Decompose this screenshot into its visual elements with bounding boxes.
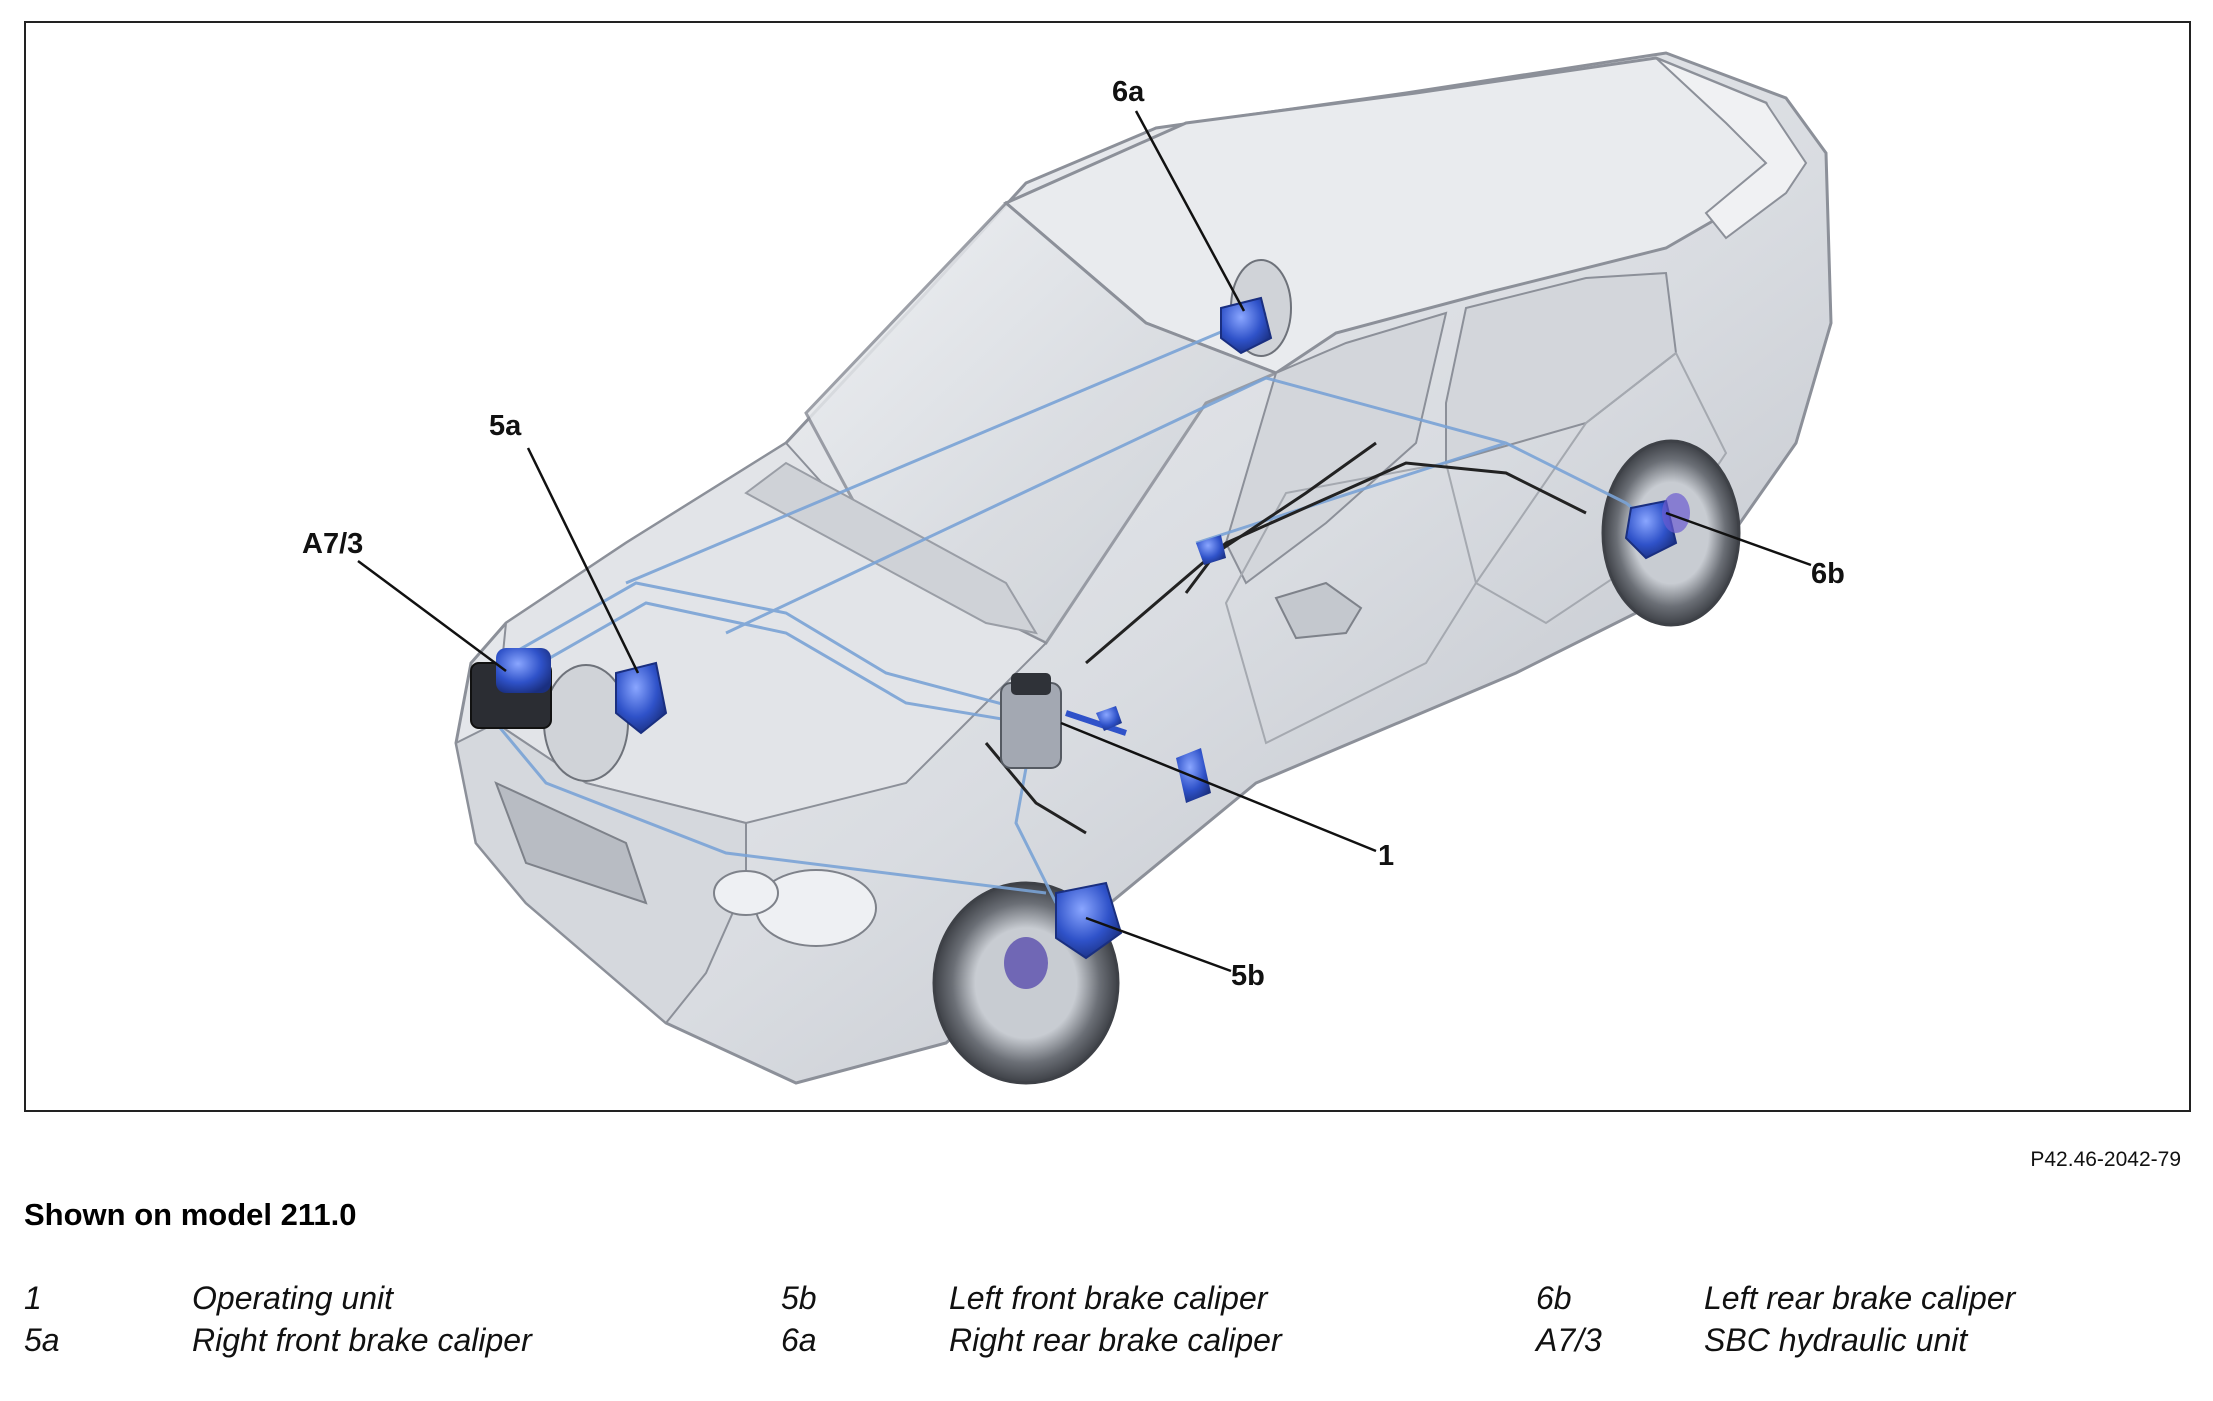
leader-line-5a	[526, 447, 640, 674]
legend-code: A7/3	[1536, 1322, 1602, 1358]
legend-description: SBC hydraulic unit	[1704, 1322, 1968, 1358]
leader-line-a7-3	[357, 559, 507, 673]
left-front-brake-caliper	[1004, 881, 1123, 989]
callout-labels: 6a 5a A7/3 6b 1 5b	[302, 76, 1845, 992]
legend-description: Right front brake caliper	[192, 1322, 532, 1358]
legend-code: 1	[24, 1280, 42, 1316]
diagram-frame: 6a 5a A7/3 6b 1 5b	[24, 21, 2191, 1112]
callout-label-1: 1	[1378, 840, 1394, 872]
callout-label-5b: 5b	[1231, 960, 1265, 992]
legend-code: 5a	[24, 1322, 60, 1358]
right-rear-brake-caliper	[1220, 296, 1273, 355]
legend: 1 Operating unit 5a Right front brake ca…	[24, 1280, 2184, 1370]
legend-code: 6a	[781, 1322, 817, 1358]
right-front-brake-caliper	[615, 661, 668, 735]
sensor-component	[1196, 535, 1226, 565]
callout-label-6a: 6a	[1112, 76, 1145, 108]
legend-description: Left front brake caliper	[949, 1280, 1268, 1316]
car-brake-diagram: 6a 5a A7/3 6b 1 5b	[302, 51, 1845, 1085]
legend-description: Right rear brake caliper	[949, 1322, 1282, 1358]
brake-components	[470, 296, 1690, 989]
legend-item: 1 Operating unit	[24, 1280, 724, 1320]
legend-item: A7/3 SBC hydraulic unit	[1536, 1322, 2176, 1362]
legend-code: 5b	[781, 1280, 817, 1316]
leader-line-5b	[1085, 916, 1232, 973]
legend-item: 6a Right rear brake caliper	[781, 1322, 1481, 1362]
legend-code: 6b	[1536, 1280, 1572, 1316]
legend-description: Left rear brake caliper	[1704, 1280, 2016, 1316]
leader-line-6a	[1134, 110, 1246, 312]
leader-line-1	[1060, 721, 1377, 853]
legend-item: 5a Right front brake caliper	[24, 1322, 724, 1362]
figure-code: P42.46-2042-79	[2030, 1148, 2181, 1171]
callout-label-6b: 6b	[1811, 558, 1845, 590]
sbc-hydraulic-unit	[470, 648, 552, 729]
callout-label-5a: 5a	[489, 410, 522, 442]
legend-item: 5b Left front brake caliper	[781, 1280, 1481, 1320]
callout-label-a7-3: A7/3	[302, 528, 363, 560]
operating-unit	[1000, 673, 1127, 769]
leader-lines	[357, 110, 1812, 973]
sensor-component	[1096, 706, 1122, 731]
legend-item: 6b Left rear brake caliper	[1536, 1280, 2176, 1320]
leader-line-6b	[1665, 511, 1812, 567]
left-rear-brake-caliper	[1624, 493, 1690, 560]
legend-description: Operating unit	[192, 1280, 394, 1316]
figure-caption: Shown on model 211.0	[24, 1197, 357, 1232]
